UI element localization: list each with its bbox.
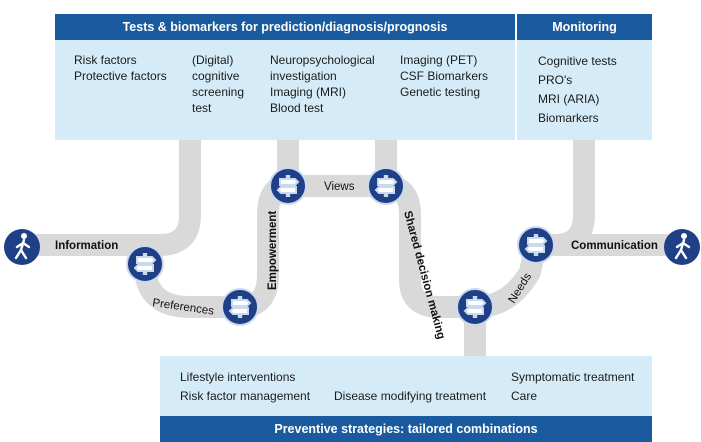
strategies-footer: Preventive strategies: tailored combinat… [160, 416, 652, 442]
imaging-column: Imaging (PET) CSF Biomarkers Genetic tes… [400, 52, 488, 100]
signpost-icon [269, 167, 307, 205]
list-item: MRI (ARIA) [538, 92, 600, 106]
screening-column: (Digital) cognitive screening test [192, 52, 244, 116]
information-label: Information [55, 240, 118, 252]
road-segment [239, 175, 290, 318]
list-item: Cognitive tests [538, 54, 617, 68]
neuro-column: Neuropsychological investigation Imaging… [270, 52, 375, 116]
empowerment-label: Empowerment [267, 211, 279, 290]
list-item: Imaging (MRI) [270, 85, 347, 99]
list-item: Imaging (PET) [400, 53, 478, 67]
list-item: Genetic testing [400, 85, 481, 99]
signpost-icon [517, 226, 555, 264]
list-item: investigation [270, 69, 337, 83]
list-item: (Digital) [192, 53, 234, 67]
signpost-icon [221, 288, 259, 326]
list-item: PRO's [538, 73, 573, 87]
walking-person-icon [4, 229, 40, 265]
signpost-icon [126, 245, 164, 283]
tests-header: Tests & biomarkers for prediction/diagno… [55, 14, 515, 40]
list-item: Symptomatic treatment [511, 370, 635, 384]
lifestyle-column: Lifestyle interventions Risk factor mana… [180, 368, 310, 406]
treatment-column: Symptomatic treatment Care [511, 368, 634, 406]
road-segment [140, 140, 201, 256]
list-item: CSF Biomarkers [400, 69, 489, 83]
list-item: Risk factor management [180, 389, 311, 403]
list-item: Blood test [270, 101, 324, 115]
communication-label: Communication [571, 240, 658, 252]
list-item: Neuropsychological [270, 53, 375, 67]
views-label: Views [324, 181, 355, 193]
monitoring-header: Monitoring [517, 14, 652, 40]
list-item: Care [511, 389, 538, 403]
list-item: screening [192, 85, 245, 99]
list-item: test [192, 101, 212, 115]
list-item: Protective factors [74, 69, 167, 83]
list-item: cognitive [192, 69, 240, 83]
monitoring-panel [517, 40, 652, 140]
walking-person-icon [664, 229, 700, 265]
strategies-panel [160, 356, 652, 416]
signpost-icon [456, 288, 494, 326]
list-item: Lifestyle interventions [180, 370, 296, 384]
risk-factors-column: Risk factors Protective factors [74, 52, 167, 84]
tests-panel [55, 40, 515, 140]
list-item: Biomarkers [538, 111, 599, 125]
monitoring-column: Cognitive tests PRO's MRI (ARIA) Biomark… [538, 52, 617, 128]
list-item: Risk factors [74, 53, 137, 67]
disease-modifying-item: Disease modifying treatment [334, 389, 487, 403]
signpost-icon [367, 167, 405, 205]
